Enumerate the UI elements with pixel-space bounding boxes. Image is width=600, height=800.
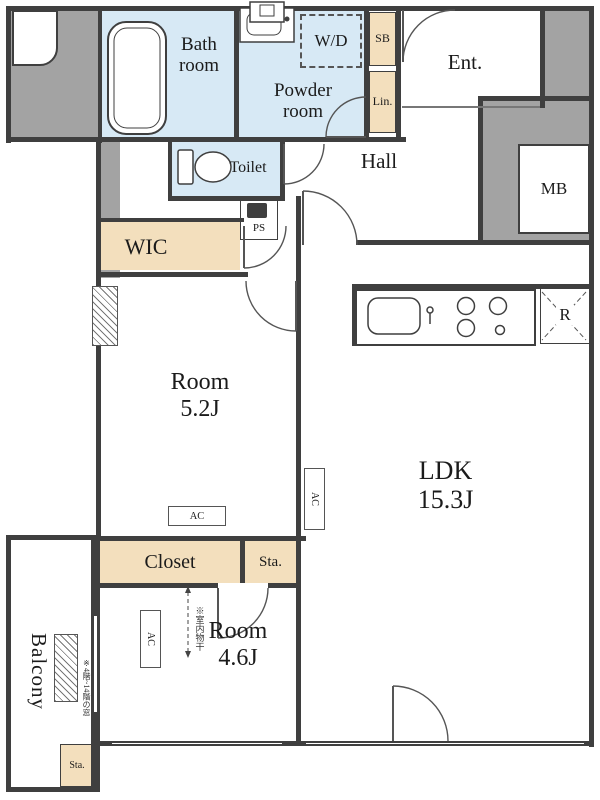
shoe-box [369, 12, 396, 66]
wall [296, 196, 301, 746]
closet [100, 541, 240, 583]
wall [96, 272, 248, 277]
washer-dryer-space [300, 14, 362, 68]
wall [478, 240, 594, 245]
balcony-window-screen [54, 634, 78, 702]
ac-label: AC [189, 510, 205, 522]
wall [589, 6, 594, 747]
label-bath: Bath room [178, 33, 220, 76]
wall [96, 137, 406, 142]
wall [6, 6, 594, 11]
linen-closet [369, 71, 396, 133]
ac-label: AC [309, 492, 320, 506]
ac-unit-ldk: AC [304, 468, 325, 530]
wall [91, 583, 218, 588]
label-ent: Ent. [447, 50, 483, 75]
window [112, 741, 282, 746]
wall [352, 284, 357, 346]
label-wd: W/D [314, 31, 348, 51]
wall [6, 787, 96, 792]
wall [364, 6, 369, 142]
label-ps: PS [252, 221, 266, 234]
ac-unit-room46: AC [140, 610, 161, 668]
window [306, 741, 584, 746]
ac-unit-room52: AC [168, 506, 226, 526]
room52-name: Room [170, 369, 230, 396]
door-ldk [302, 190, 358, 246]
wall [6, 535, 96, 540]
entrance-step-line [402, 106, 540, 108]
note-indoor-drying: ※室内物干 [194, 605, 205, 651]
label-closet: Closet [144, 550, 196, 573]
wall [168, 196, 285, 201]
note-window-floors: ※4階~14階の窓 [81, 659, 91, 717]
wall [356, 240, 478, 245]
wall [234, 6, 239, 142]
louver-window [92, 286, 118, 346]
label-balcony: Balcony [26, 632, 51, 710]
wall [478, 96, 483, 245]
wall [540, 6, 545, 108]
building-core [12, 10, 58, 66]
wall [6, 6, 11, 143]
window [92, 616, 99, 712]
label-mb: MB [540, 179, 568, 199]
kitchen-counter [354, 289, 536, 346]
ldk-name: LDK [418, 455, 473, 485]
door-room52 [245, 280, 297, 332]
label-sb: SB [375, 31, 390, 46]
label-room52: Room 5.2J [128, 364, 272, 428]
wall [396, 6, 401, 142]
label-room46: Room 4.6J [168, 614, 308, 676]
label-lin: Lin. [372, 94, 393, 109]
wall [240, 541, 245, 583]
label-storage-upper: Sta. [259, 553, 282, 570]
label-refrigerator: R [540, 302, 590, 328]
wall [91, 536, 306, 541]
label-hall: Hall [360, 149, 398, 174]
label-toilet: Toilet [229, 159, 267, 177]
wall [168, 142, 172, 201]
wall [268, 583, 301, 588]
wall [478, 96, 594, 101]
wall [352, 284, 594, 289]
wall [6, 137, 102, 142]
ac-label: AC [145, 632, 156, 646]
wall [6, 535, 11, 792]
ldk-size: 15.3J [417, 485, 474, 514]
door-toilet [283, 143, 325, 185]
common-area-top-right [545, 6, 589, 98]
wall [96, 218, 244, 222]
room52-size: 5.2J [180, 396, 220, 422]
walk-in-closet [100, 222, 240, 270]
door-balcony [392, 685, 449, 742]
wall [280, 142, 285, 201]
room46-name: Room [208, 618, 268, 645]
label-ldk: LDK 15.3J [368, 450, 523, 520]
room46-size: 4.6J [218, 645, 258, 671]
refrigerator-label: R [556, 305, 574, 325]
wall [98, 6, 102, 143]
storage-upper [245, 541, 296, 583]
label-wic: WIC [124, 233, 168, 259]
label-powder: Powder room [273, 79, 333, 122]
label-storage-lower: Sta. [69, 759, 85, 771]
